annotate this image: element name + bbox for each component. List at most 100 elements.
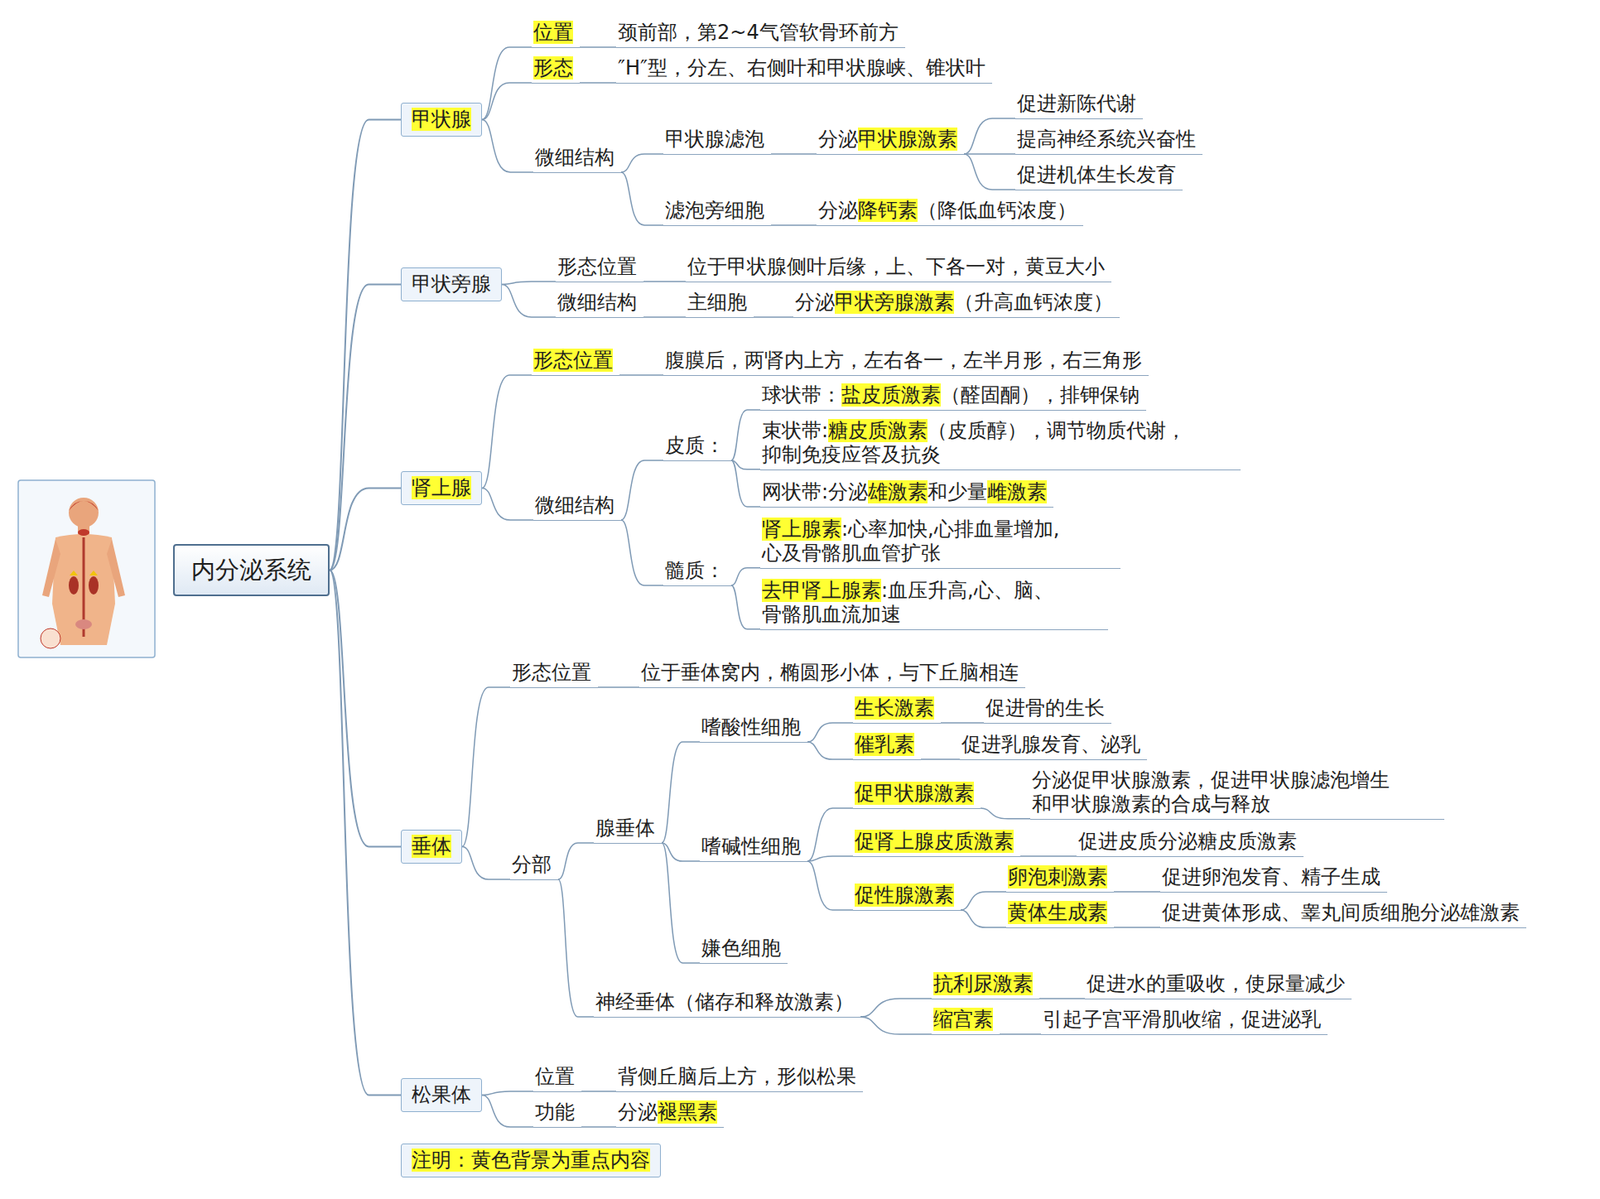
- branch-line: [481, 1094, 534, 1128]
- branch-topic: 位于垂体窝内，椭圆形小体，与下丘脑相连: [639, 660, 1026, 689]
- branch-line: [1020, 855, 1077, 858]
- topic-text: 微细结构: [534, 145, 615, 170]
- head: [68, 497, 99, 528]
- branch-line: [597, 686, 640, 689]
- topic-box: 甲状腺: [400, 102, 482, 137]
- topic-text: 促进机体生长发育: [1016, 163, 1176, 188]
- branch-topic: 卵泡刺激素: [1006, 865, 1114, 893]
- branch-line: [807, 742, 854, 760]
- topic-text: 嗜酸性细胞: [701, 715, 801, 740]
- topic-text: 垂体: [411, 834, 452, 859]
- topic-text: ″H″型，分左、右侧叶和甲状腺峡、锥状叶: [617, 56, 986, 81]
- branch-topic: 缩宫素: [931, 1007, 1000, 1036]
- branch-line: [661, 843, 700, 862]
- branch-line: [581, 1126, 617, 1128]
- branch-topic: 肾上腺素:心率加快,心排血量增加, 心及骨骼肌血管扩张: [760, 517, 1121, 569]
- topic-text: 球状带：盐皮质激素（醛固酮），排钾保钠: [761, 383, 1140, 408]
- topic-text: 皮质：: [665, 433, 725, 458]
- branch-topic: 位置: [533, 1065, 582, 1093]
- branch-topic: 皮质：: [663, 433, 732, 462]
- neck: [77, 525, 90, 536]
- topic-text: 促进骨的生长: [985, 696, 1105, 721]
- branch-line: [329, 569, 401, 847]
- highlight: 甲状腺: [411, 107, 472, 131]
- highlight: 褪黑素: [657, 1100, 718, 1124]
- highlight: 降钙素: [857, 198, 918, 222]
- branch-topic: 嗜酸性细胞: [699, 715, 808, 743]
- branch-topic: 形态位置: [510, 660, 598, 689]
- branch-topic: 抗利尿激素: [931, 972, 1040, 1000]
- topic-text: 抗利尿激素: [933, 972, 1033, 997]
- topic-text: 甲状腺: [411, 107, 472, 132]
- branch-topic: 促进卵泡发育、精子生成: [1160, 865, 1388, 893]
- thyroid: [77, 529, 90, 536]
- topic-box: 肾上腺: [400, 471, 482, 506]
- branch-topic: 分泌促甲状腺激素，促进甲状腺滤泡增生 和甲状腺激素的合成与释放: [1030, 768, 1445, 820]
- highlight: 垂体: [411, 834, 452, 858]
- branch-line: [558, 843, 594, 880]
- branch-topic: 促甲状腺激素: [853, 781, 981, 810]
- topic-text: 催乳素: [854, 732, 915, 757]
- highlight: 糖皮质激素: [828, 419, 928, 443]
- branch-line: [731, 409, 761, 461]
- branch-line: [771, 153, 817, 155]
- topic-text: 卵泡刺激素: [1007, 865, 1108, 890]
- branch-line: [481, 1091, 534, 1095]
- topic-text: 微细结构: [557, 290, 637, 315]
- branch-line: [462, 687, 511, 847]
- topic-text: 功能: [534, 1100, 575, 1125]
- root-topic: 内分泌系统: [173, 544, 330, 597]
- topic-text: 分泌促甲状腺激素，促进甲状腺滤泡增生 和甲状腺激素的合成与释放: [1031, 768, 1438, 817]
- topic-text: 生长激素: [854, 696, 935, 721]
- branch-line: [753, 316, 794, 319]
- highlight: 雄激素: [867, 480, 928, 504]
- branch-line: [643, 280, 686, 283]
- topic-text: 肾上腺: [411, 476, 472, 501]
- topic-box: 垂体: [400, 829, 463, 864]
- highlight: 甲状旁腺激素: [834, 290, 955, 314]
- branch-topic: 微细结构: [533, 493, 622, 521]
- branch-line: [807, 722, 854, 743]
- branch-topic: 位置: [531, 20, 580, 49]
- branch-topic: 促肾上腺皮质激素: [853, 829, 1021, 858]
- topic-text: 网状带:分泌雄激素和少量雌激素: [761, 480, 1047, 505]
- branch-line: [963, 153, 1016, 155]
- branch-topic: 黄体生成素: [1006, 901, 1114, 929]
- highlight: 去甲肾上腺素: [761, 578, 882, 603]
- topic-text: 位置: [534, 1065, 575, 1090]
- branch-line: [621, 172, 664, 226]
- branch-line: [329, 119, 401, 570]
- branch-line: [661, 742, 700, 844]
- highlight: 位置: [533, 20, 574, 44]
- highlight: 促肾上腺皮质激素: [854, 829, 1014, 854]
- highlight: 肾上腺素: [761, 517, 842, 541]
- brain: [68, 501, 99, 511]
- highlight: 黄体生成素: [1007, 901, 1108, 925]
- topic-text: 分泌褪黑素: [617, 1100, 718, 1125]
- highlight: 催乳素: [854, 732, 915, 757]
- topic-text: 分泌甲状腺激素: [818, 127, 958, 152]
- branch-topic: 腺垂体: [593, 816, 662, 844]
- topic-text: 微细结构: [534, 493, 615, 518]
- branch-line: [621, 154, 664, 173]
- branch-line: [807, 808, 854, 862]
- topic-text: 去甲肾上腺素:血压升高,心、脑、 骨骼肌血流加速: [761, 578, 1102, 627]
- branch-line: [481, 47, 532, 120]
- branch-topic: 催乳素: [853, 732, 921, 761]
- topic-text: 分部: [511, 853, 552, 878]
- branch-line: [771, 224, 817, 227]
- branch-line: [501, 281, 556, 285]
- topic-text: 甲状腺滤泡: [665, 127, 765, 152]
- branch-topic: 促进黄体形成、睾丸间质细胞分泌雄激素: [1160, 901, 1527, 929]
- branch-line: [579, 81, 617, 84]
- highlight: 缩宫素: [933, 1007, 993, 1032]
- topic-text: 主细胞: [687, 290, 747, 315]
- branch-topic: 神经垂体（储存和释放激素）: [593, 990, 861, 1018]
- branch-line: [731, 585, 761, 630]
- branch-topic: 颈前部，第2~4气管软骨环前方: [616, 20, 906, 49]
- highlight: 促甲状腺激素: [854, 781, 974, 805]
- topic-text: 束状带:糖皮质激素（皮质醇），调节物质代谢， 抑制免疫应答及抗炎: [761, 419, 1234, 468]
- topic-text: 缩宫素: [933, 1007, 993, 1032]
- branch-topic: 分泌降钙素（降低血钙浓度）: [816, 198, 1084, 227]
- branch-topic: 促进水的重吸收，使尿量减少: [1084, 972, 1352, 1000]
